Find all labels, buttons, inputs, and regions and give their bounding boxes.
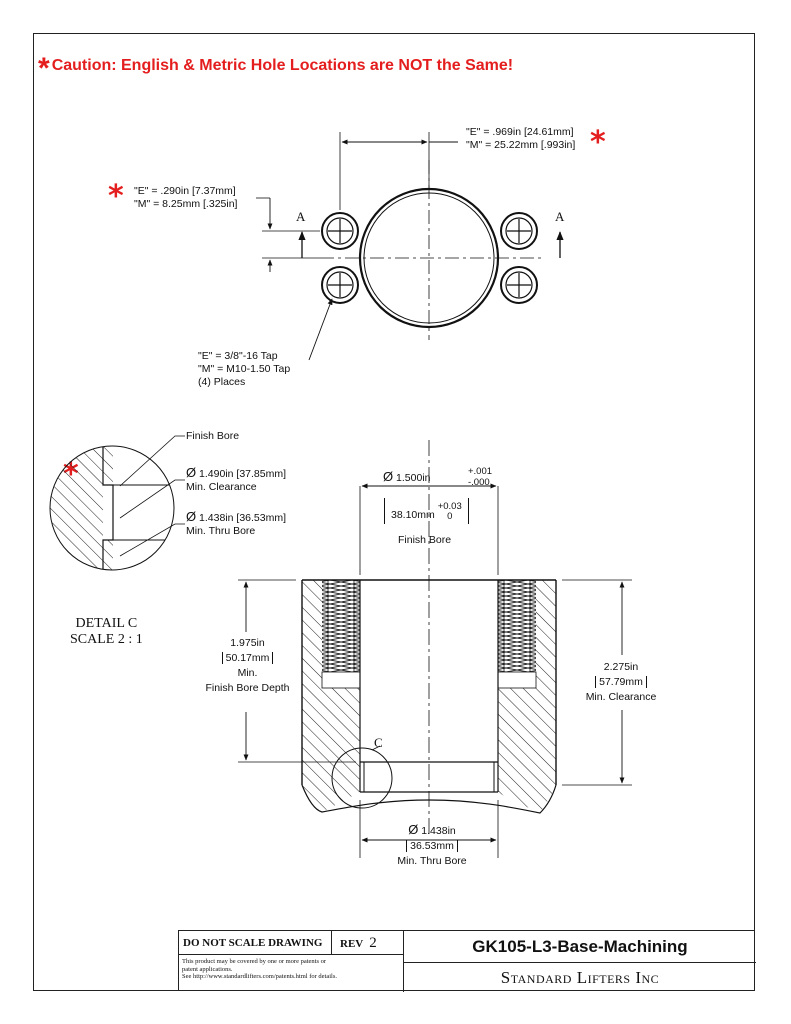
height-caption: Min. Clearance <box>585 691 657 703</box>
detail-c <box>49 435 185 571</box>
bore-metric-tolerance-minus: 0 <box>447 511 453 522</box>
depth-min: Min. <box>237 667 258 679</box>
detail-scale: SCALE 2 : 1 <box>70 632 143 647</box>
patent-line: This product may be covered by one or mo… <box>182 958 327 965</box>
company-name: Standard Lifters Inc <box>500 968 660 987</box>
diameter-icon: Ø <box>383 469 394 484</box>
finish-bore-caption: Finish Bore <box>398 534 452 546</box>
revision-label: REV <box>340 938 364 950</box>
depth-caption: Finish Bore Depth <box>205 682 290 694</box>
detail-callout-letter: C <box>374 735 383 750</box>
height-inches: 2.275in <box>603 661 639 673</box>
tap-hole <box>321 212 359 250</box>
asterisk-icon: * <box>38 52 50 85</box>
detail-thru-bore-note: Ø 1.438in [36.53mm] Min. Thru Bore <box>186 510 286 538</box>
asterisk-icon: * <box>108 179 124 214</box>
tap-hole <box>500 212 538 250</box>
caution-text: Caution: English & Metric Hole Locations… <box>51 57 514 74</box>
tap-metric: "M" = M10-1.50 Tap <box>198 363 291 375</box>
patent-line: patent applications. <box>182 965 233 973</box>
diameter-icon: Ø <box>408 822 419 837</box>
offset-english: "E" = .290in [7.37mm] <box>134 185 236 197</box>
asterisk-icon: * <box>590 125 606 160</box>
bore-diameter: 1.500in <box>396 472 431 484</box>
bore-metric-tolerance-plus: +0.03 <box>437 501 462 512</box>
revision-value: 2 <box>369 935 377 951</box>
do-not-scale-cell: DO NOT SCALE DRAWING <box>179 931 332 955</box>
thru-bore-dimension: Ø 1.438in 36.53mm Min. Thru Bore <box>382 822 482 869</box>
bottom-metric: 36.53mm <box>406 840 458 852</box>
patent-notice: This product may be covered by one or mo… <box>179 955 404 992</box>
caution-banner: *Caution: English & Metric Hole Location… <box>38 52 513 86</box>
bottom-caption: Min. Thru Bore <box>397 855 467 867</box>
tap-english: "E" = 3/8"-16 Tap <box>198 350 278 362</box>
finish-bore-dimension: Ø 1.500in +.001 -.000 <box>383 466 492 488</box>
tap-note: "E" = 3/8"-16 Tap "M" = M10-1.50 Tap (4)… <box>198 350 290 389</box>
finish-bore-metric: 38.10mm +0.03 0 <box>384 498 469 524</box>
detail-label: DETAIL C SCALE 2 : 1 <box>70 616 143 648</box>
section-marker-right: A <box>555 209 565 224</box>
patent-link[interactable]: See http://www.standardlifters.com/paten… <box>182 973 338 980</box>
section-view <box>238 440 632 858</box>
min-clearance-label: Min. Clearance <box>186 481 257 493</box>
offset-metric: "M" = 8.25mm [.325in] <box>134 198 238 210</box>
bore-depth-dimension: 1.975in 50.17mm Min. Finish Bore Depth <box>200 636 295 696</box>
e-spacing-note: "E" = .969in [24.61mm] "M" = 25.22mm [.9… <box>466 126 575 152</box>
depth-inches: 1.975in <box>230 637 265 649</box>
detail-clearance-note: Ø 1.490in [37.85mm] Min. Clearance <box>186 466 286 494</box>
e-spacing-english: "E" = .969in [24.61mm] <box>466 126 574 138</box>
height-metric: 57.79mm <box>595 676 647 688</box>
tap-hole <box>321 266 359 304</box>
min-thru-bore-label: Min. Thru Bore <box>186 525 256 537</box>
detail-title: DETAIL C <box>75 616 138 631</box>
top-view <box>256 132 564 361</box>
drawing-border <box>33 33 755 991</box>
bore-metric: 38.10mm <box>391 508 435 521</box>
offset-note: "E" = .290in [7.37mm] "M" = 8.25mm [.325… <box>134 185 237 211</box>
detail-finish-bore-label: Finish Bore <box>186 430 240 442</box>
bore-tolerance-plus: +.001 <box>468 466 493 477</box>
revision-cell: REV 2 <box>332 931 404 955</box>
tap-hole <box>500 266 538 304</box>
part-number: GK105-L3-Base-Machining <box>404 931 756 963</box>
height-dimension: 2.275in 57.79mm Min. Clearance <box>576 660 666 705</box>
section-marker-left: A <box>296 209 306 224</box>
title-block: DO NOT SCALE DRAWING REV 2 This product m… <box>178 930 756 992</box>
bore-tolerance-minus: -.000 <box>468 477 490 488</box>
tap-places: (4) Places <box>198 376 246 388</box>
diameter-icon: Ø <box>186 509 197 524</box>
e-spacing-metric: "M" = 25.22mm [.993in] <box>466 139 576 151</box>
diameter-icon: Ø <box>186 465 197 480</box>
depth-metric: 50.17mm <box>221 652 274 664</box>
bottom-diameter: 1.438in <box>421 825 456 837</box>
clearance-diameter: 1.490in [37.85mm] <box>199 468 287 480</box>
thru-bore-diameter: 1.438in [36.53mm] <box>199 512 287 524</box>
